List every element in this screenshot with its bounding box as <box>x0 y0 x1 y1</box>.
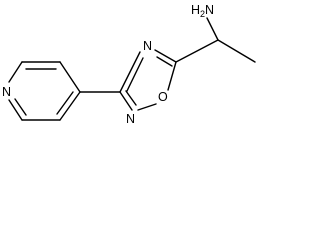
pyridine-n-label: N <box>2 85 11 99</box>
oxadiazole-o1-label: O <box>158 90 168 104</box>
bond-c5-ch <box>175 39 219 63</box>
bond-o1-n2 <box>137 103 157 111</box>
bond-n4-c5 <box>154 49 177 63</box>
structure-diagram: H2N N O N N <box>2 3 256 126</box>
oxadiazole-n2-label: N <box>126 112 135 126</box>
bond-c5-o1 <box>167 61 177 91</box>
bond-py-c2-n1 <box>8 61 23 83</box>
bond-c3-n4 <box>119 51 141 93</box>
bond-c3-n4-double <box>126 57 144 92</box>
ethylamine-chain <box>175 17 256 63</box>
bond-n4-c5-double <box>156 56 173 67</box>
bond-py-n1-c6-double <box>14 98 27 116</box>
pyridine-ring <box>8 61 81 121</box>
oxadiazole-ring <box>119 49 177 111</box>
bond-py-c5-c4-double <box>56 91 74 115</box>
bond-py-c4-c3 <box>59 61 81 93</box>
bond-py-n1-c6 <box>8 99 23 121</box>
bond-n2-c3-double <box>125 90 137 106</box>
bond-py-c5-c4 <box>59 91 81 121</box>
bond-n2-c3 <box>119 91 133 111</box>
bond-ch-methyl <box>217 39 256 63</box>
bond-ch-nh2 <box>206 17 219 41</box>
amine-label: H2N <box>191 3 214 19</box>
oxadiazole-n4-label: N <box>143 39 152 53</box>
